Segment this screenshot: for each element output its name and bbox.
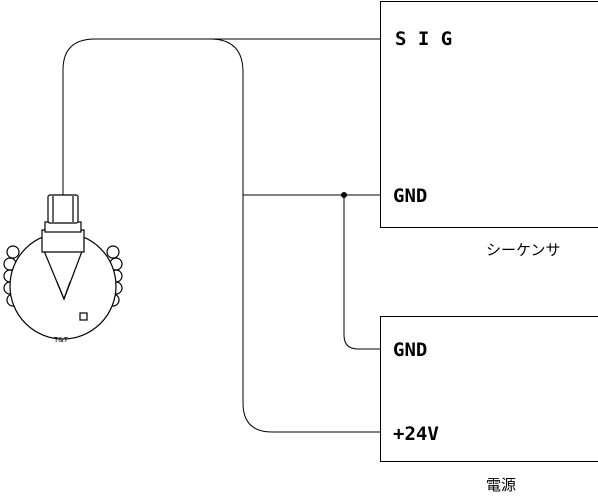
sequencer-caption: シーケンサ: [486, 241, 561, 259]
sequencer-box: [380, 1, 598, 228]
power-terminal-gnd: GND: [393, 339, 427, 361]
sensor-connector-nut: [47, 194, 79, 224]
power-supply-caption: 電源: [486, 476, 516, 494]
wire-junction-dot: [341, 192, 347, 198]
wire-gnd-to-power-gnd: [343, 195, 380, 350]
power-supply-box: [380, 316, 598, 462]
power-terminal-24v: +24V: [393, 423, 439, 445]
sequencer-terminal-sig: S I G: [395, 28, 452, 50]
sensor-brand-label: T&T: [53, 336, 69, 344]
wire-sensor-to-sig: [62, 38, 380, 195]
sensor-neck: [41, 229, 85, 253]
sensor-device: [3, 194, 123, 340]
sequencer-terminal-gnd: GND: [393, 185, 427, 207]
wire-trunk: [209, 38, 380, 433]
sensor-indicator: [79, 312, 88, 321]
